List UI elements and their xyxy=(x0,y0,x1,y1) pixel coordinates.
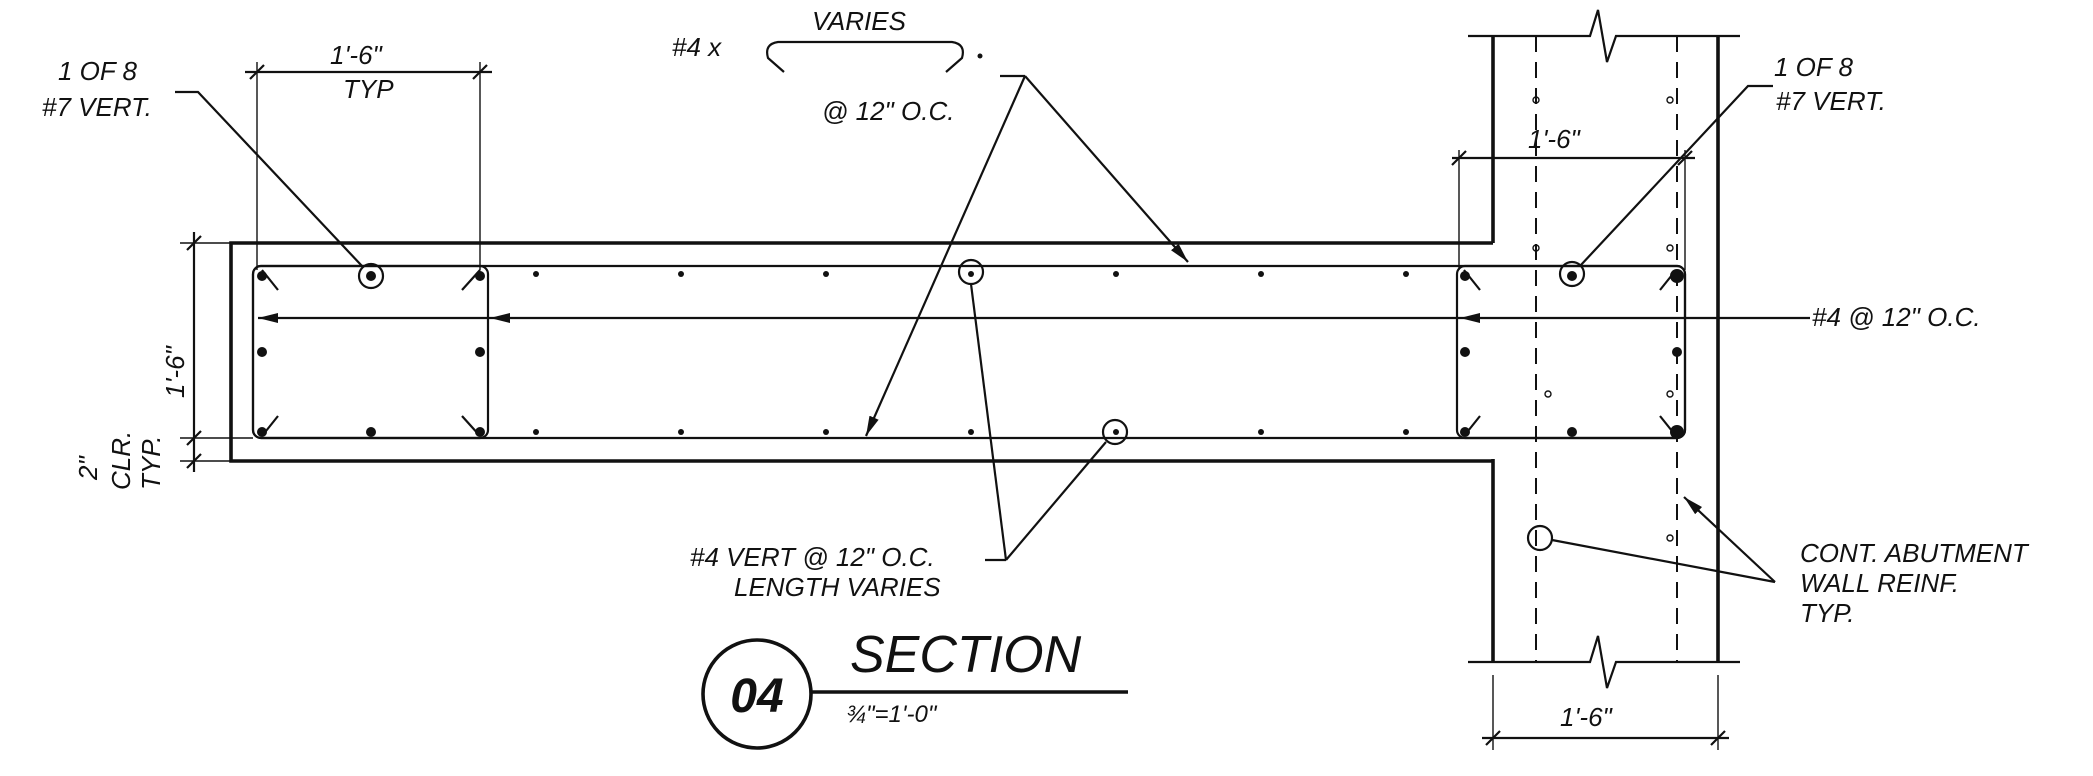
wall-top-dim-text: 1'-6" xyxy=(1528,124,1582,154)
tie-bar-label: #4 x xyxy=(672,32,722,62)
leader-lines xyxy=(175,74,1776,584)
right-bar-count: 1 OF 8 xyxy=(1774,52,1854,82)
abutment-line-2: WALL REINF. xyxy=(1800,568,1959,598)
section-scale: ¾"=1'-0" xyxy=(846,701,938,728)
vert-bars-length-label: LENGTH VARIES xyxy=(734,572,941,602)
cover-text: CLR. xyxy=(106,431,136,490)
cover-value-text: 2" xyxy=(73,455,103,481)
bottom-break-line xyxy=(1468,635,1740,689)
tie-bar-shape xyxy=(766,40,983,73)
reinforcement-cage xyxy=(251,96,1687,552)
top-left-dim-text: 1'-6" xyxy=(330,40,384,70)
left-bar-size: #7 VERT. xyxy=(42,92,152,122)
abutment-line-3: TYP. xyxy=(1800,598,1854,628)
top-break-line xyxy=(1468,9,1740,63)
section-title: SECTION xyxy=(850,626,1082,684)
dimension-lines xyxy=(180,62,1729,750)
wall-bottom-dim-text: 1'-6" xyxy=(1560,702,1614,732)
horizontal-bar-label: #4 @ 12" O.C. xyxy=(1812,302,1981,332)
title-block: 04 SECTION ¾"=1'-0" xyxy=(701,626,1128,750)
section-number-circle xyxy=(701,638,813,750)
right-bar-size: #7 VERT. xyxy=(1776,86,1886,116)
footing-outline xyxy=(229,241,1493,463)
tie-spacing-label: @ 12" O.C. xyxy=(822,96,954,126)
height-dim-text: 1'-6" xyxy=(160,344,190,398)
abutment-line-1: CONT. ABUTMENT xyxy=(1800,538,2030,568)
abutment-wall xyxy=(1468,9,1740,689)
top-left-dim-note: TYP xyxy=(343,74,394,104)
tie-length-label: VARIES xyxy=(812,6,907,36)
section-number: 04 xyxy=(730,670,783,723)
annotation-text: 1 OF 8 #7 VERT. 1'-6" TYP #4 x VARIES @ … xyxy=(42,6,2030,732)
vert-bars-label: #4 VERT @ 12" O.C. xyxy=(690,542,935,572)
left-bar-count: 1 OF 8 xyxy=(58,56,138,86)
cover-note-text: TYP. xyxy=(136,436,166,490)
